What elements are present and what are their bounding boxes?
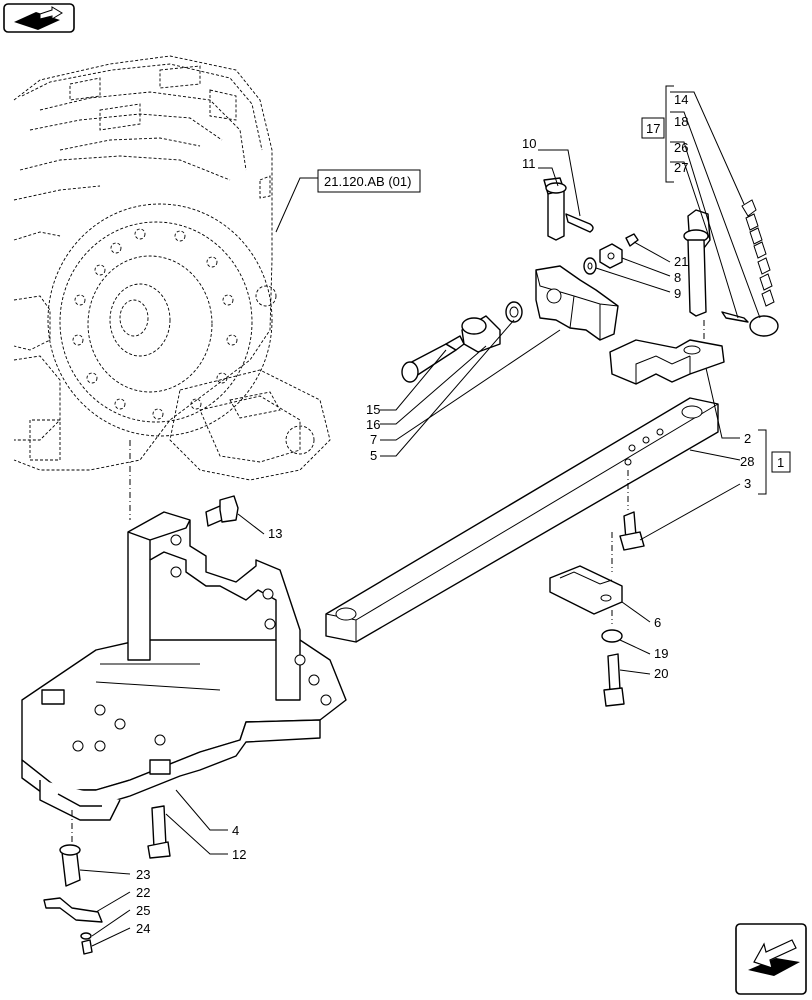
washer-5 — [505, 301, 523, 323]
callout-15: 15 — [366, 402, 380, 417]
callout-26: 26 — [674, 140, 688, 155]
group-box-17 — [641, 117, 665, 139]
callout-20: 20 — [654, 666, 668, 681]
callout-18: 18 — [674, 114, 688, 129]
callout-24: 24 — [136, 921, 150, 936]
gearbox-housing-ghost — [13, 55, 331, 481]
callout-19: 19 — [654, 646, 668, 661]
washer-9 — [583, 257, 597, 275]
callout-5: 5 — [370, 448, 377, 463]
callout-22: 22 — [136, 885, 150, 900]
screw-24 — [81, 939, 93, 955]
reference-label: 21.120.AB (01) — [324, 174, 411, 189]
callout-23: 23 — [136, 867, 150, 882]
washer-19 — [601, 629, 623, 643]
washer-25 — [80, 932, 92, 940]
callout-9: 9 — [674, 286, 681, 301]
group-label-17: 17 — [646, 121, 660, 136]
callout-4: 4 — [232, 823, 239, 838]
drawbar-clamp — [609, 339, 725, 385]
book-arrow-icon[interactable] — [3, 3, 75, 33]
callout-28: 28 — [740, 454, 754, 469]
callout-2: 2 — [744, 431, 751, 446]
callout-27: 27 — [674, 160, 688, 175]
hitch-pin-11 — [543, 177, 567, 241]
bolt-12 — [147, 805, 171, 859]
retainer-plate-6 — [549, 565, 623, 615]
callout-12: 12 — [232, 847, 246, 862]
clip-26 — [721, 311, 749, 323]
callout-6: 6 — [654, 615, 661, 630]
callout-3: 3 — [744, 476, 751, 491]
group-label-1: 1 — [777, 455, 784, 470]
callout-14: 14 — [674, 92, 688, 107]
drawbar-support-bracket — [21, 511, 347, 821]
reference-box[interactable]: 21.120.AB (01) — [317, 169, 421, 193]
callout-21: 21 — [674, 254, 688, 269]
drawbar — [325, 397, 719, 643]
callout-8: 8 — [674, 270, 681, 285]
ring-18 — [749, 315, 779, 337]
bolt-3 — [619, 511, 645, 551]
bolt-13 — [205, 495, 239, 527]
bolt-21 — [625, 233, 639, 247]
callout-16: 16 — [366, 417, 380, 432]
hitch-pin-27 — [683, 209, 711, 317]
group-box-1 — [771, 451, 791, 473]
callout-11: 11 — [522, 156, 536, 171]
spring-clip-10 — [565, 213, 594, 233]
callout-7: 7 — [370, 432, 377, 447]
strap-22 — [43, 897, 103, 923]
pin-23 — [59, 844, 81, 887]
drawbar-jaw — [535, 265, 619, 341]
callout-25: 25 — [136, 903, 150, 918]
pin-15 — [401, 335, 465, 383]
next-page-arrow-icon[interactable] — [735, 923, 807, 995]
nut-8 — [599, 243, 623, 269]
chain-14 — [741, 199, 775, 307]
callout-13: 13 — [268, 526, 282, 541]
bushing-16 — [461, 315, 501, 353]
bolt-20 — [603, 653, 625, 707]
callout-10: 10 — [522, 136, 536, 151]
